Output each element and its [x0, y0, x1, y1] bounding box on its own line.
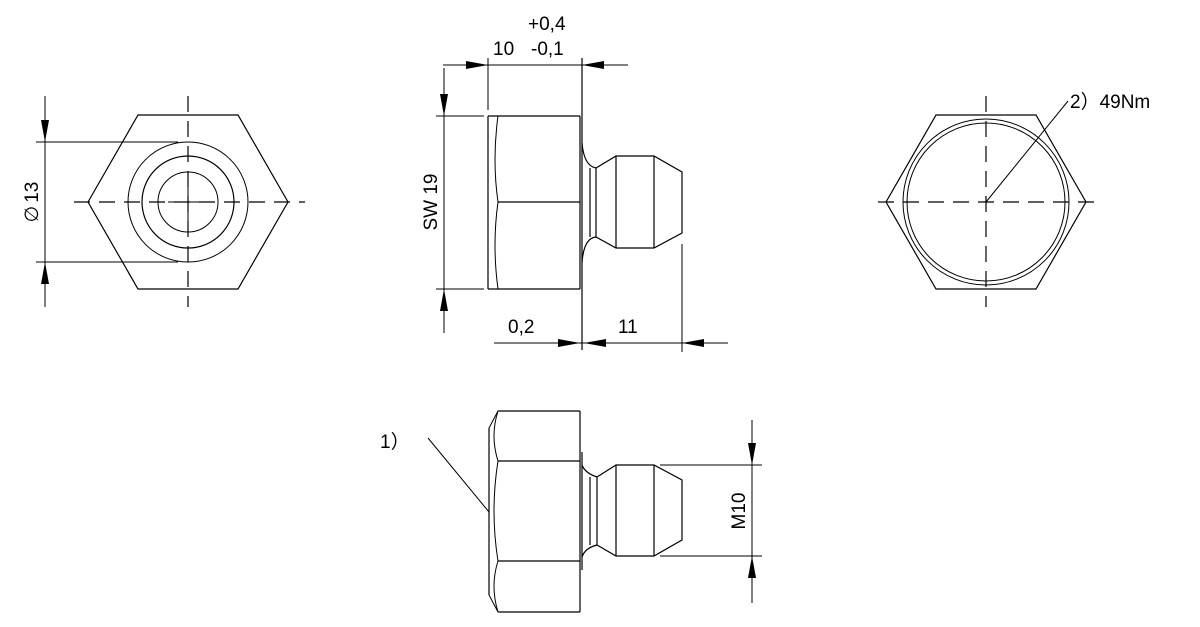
tolerance-upper-label: +0,4: [528, 14, 566, 35]
torque-note: 2）49Nm: [1070, 91, 1150, 113]
top-side-view: 10 +0,4 -0,1 SW 19 0,2 11: [421, 14, 728, 352]
tolerance-lower-label: -0,1: [531, 39, 564, 60]
arrow-icon: [41, 120, 49, 142]
leader-line: [427, 437, 490, 513]
nipple-length-label: 11: [618, 317, 638, 338]
gap-label: 0,2: [508, 317, 534, 338]
diameter-label: ∅13: [22, 182, 43, 223]
arrow-icon: [41, 262, 49, 284]
right-end-view: 2）49Nm: [878, 91, 1150, 307]
left-end-view: ∅13: [22, 96, 305, 307]
bottom-side-view: 1） M10: [380, 410, 762, 613]
leader-line: [985, 100, 1069, 203]
across-flats-label: SW 19: [421, 173, 442, 230]
note-1-label: 1）: [380, 431, 410, 453]
thread-label: M10: [729, 493, 750, 530]
width-nominal-label: 10: [493, 39, 514, 60]
